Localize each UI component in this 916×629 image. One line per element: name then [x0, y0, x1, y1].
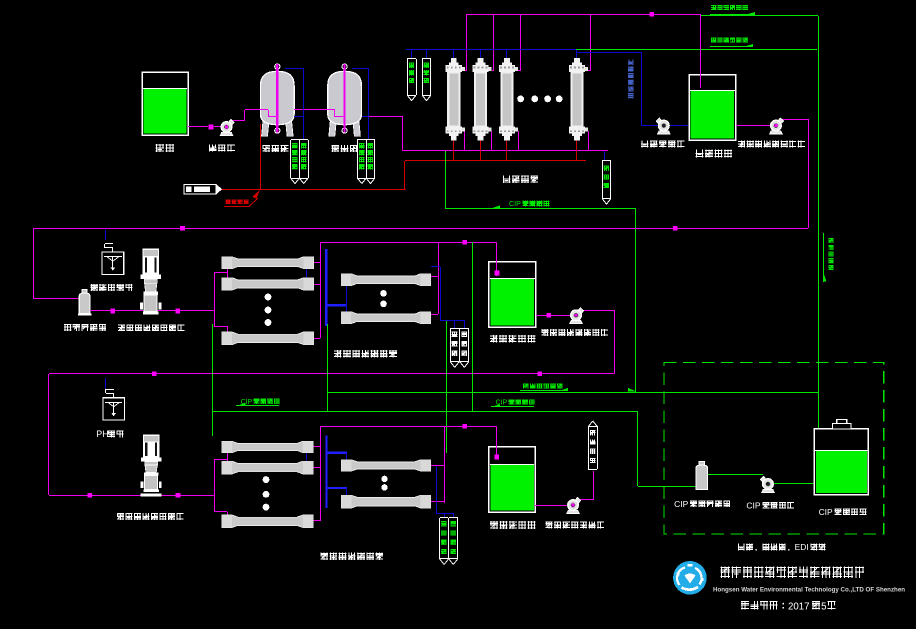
svg-text:CIP: CIP — [746, 500, 760, 510]
svg-text:5: 5 — [821, 601, 826, 612]
svg-text:2017: 2017 — [788, 601, 810, 612]
svg-text:CIP: CIP — [819, 507, 833, 517]
svg-text:PH: PH — [96, 429, 108, 439]
svg-text:CIP: CIP — [496, 400, 508, 407]
svg-text:CIP: CIP — [509, 200, 521, 208]
svg-text:CIP: CIP — [674, 499, 688, 509]
svg-text:CIP: CIP — [241, 399, 253, 406]
svg-text:EDI: EDI — [795, 542, 809, 552]
svg-text:Hongsen Water Environmental Te: Hongsen Water Environmental Technology C… — [713, 587, 905, 594]
